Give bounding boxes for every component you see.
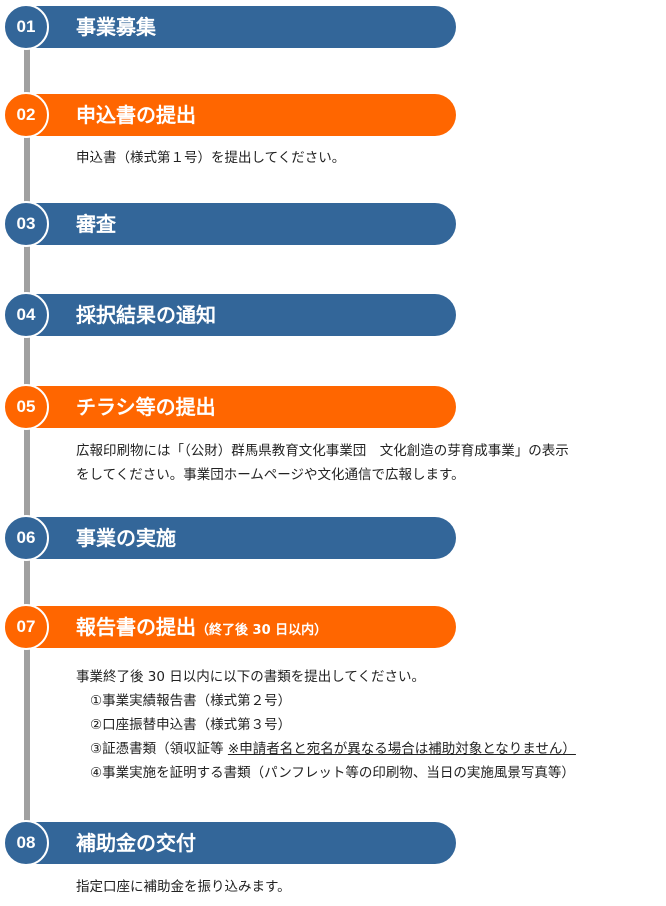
step-number: 04 (3, 292, 49, 338)
step-bar (22, 386, 456, 428)
step-number: 07 (3, 604, 49, 650)
step-number: 01 (3, 4, 49, 50)
step-04: 04 採択結果の通知 (0, 292, 460, 338)
description-line: をしてください。事業団ホームページや文化通信で広報します。 (76, 467, 465, 483)
step-title: 補助金の交付 (76, 831, 196, 855)
step-number: 06 (3, 515, 49, 561)
document-item: ④事業実施を証明する書類（パンフレット等の印刷物、当日の実施風景写真等） (90, 765, 575, 781)
step-07: 07 報告書の提出（終了後 30 日以内） (0, 604, 460, 650)
step-07-description: 事業終了後 30 日以内に以下の書類を提出してください。 ①事業実績報告書（様式… (76, 665, 576, 785)
description-line: 事業終了後 30 日以内に以下の書類を提出してください。 (76, 669, 425, 685)
step-05: 05 チラシ等の提出 (0, 384, 460, 430)
step-08-description: 指定口座に補助金を振り込みます。 (76, 879, 291, 895)
step-title: 事業の実施 (76, 526, 176, 550)
step-bar (22, 6, 456, 48)
step-bar (22, 517, 456, 559)
document-item-note: ※申請者名と宛名が異なる場合は補助対象となりません） (227, 741, 576, 757)
step-subtitle: （終了後 30 日以内） (196, 623, 328, 638)
document-item: ③証憑書類（領収証等 ※申請者名と宛名が異なる場合は補助対象となりません） (76, 737, 576, 761)
timeline-connector (24, 40, 30, 830)
step-title: 申込書の提出 (76, 103, 196, 127)
step-bar (22, 606, 456, 648)
step-number: 05 (3, 384, 49, 430)
step-title: 審査 (76, 212, 116, 236)
step-05-description: 広報印刷物には「（公財）群馬県教育文化事業団 文化創造の芽育成事業」の表示 をし… (76, 439, 569, 487)
step-title-text: 報告書の提出 (76, 615, 196, 639)
step-02-description: 申込書（様式第１号）を提出してください。 (76, 150, 346, 166)
step-title: 採択結果の通知 (76, 303, 216, 327)
step-06: 06 事業の実施 (0, 515, 460, 561)
step-title: 事業募集 (76, 15, 156, 39)
step-03: 03 審査 (0, 201, 460, 247)
step-title: 報告書の提出（終了後 30 日以内） (76, 604, 327, 654)
description-line: 広報印刷物には「（公財）群馬県教育文化事業団 文化創造の芽育成事業」の表示 (76, 443, 569, 459)
step-08: 08 補助金の交付 (0, 820, 460, 866)
step-01: 01 事業募集 (0, 4, 460, 50)
step-number: 02 (3, 92, 49, 138)
document-item: ②口座振替申込書（様式第３号） (90, 717, 292, 733)
step-bar (22, 203, 456, 245)
step-bar (22, 822, 456, 864)
step-title: チラシ等の提出 (76, 395, 216, 419)
document-item-text: ③証憑書類（領収証等 (90, 741, 228, 757)
step-bar (22, 94, 456, 136)
document-item: ①事業実績報告書（様式第２号） (90, 693, 292, 709)
step-number: 08 (3, 820, 49, 866)
step-bar (22, 294, 456, 336)
step-02: 02 申込書の提出 (0, 92, 460, 138)
step-number: 03 (3, 201, 49, 247)
